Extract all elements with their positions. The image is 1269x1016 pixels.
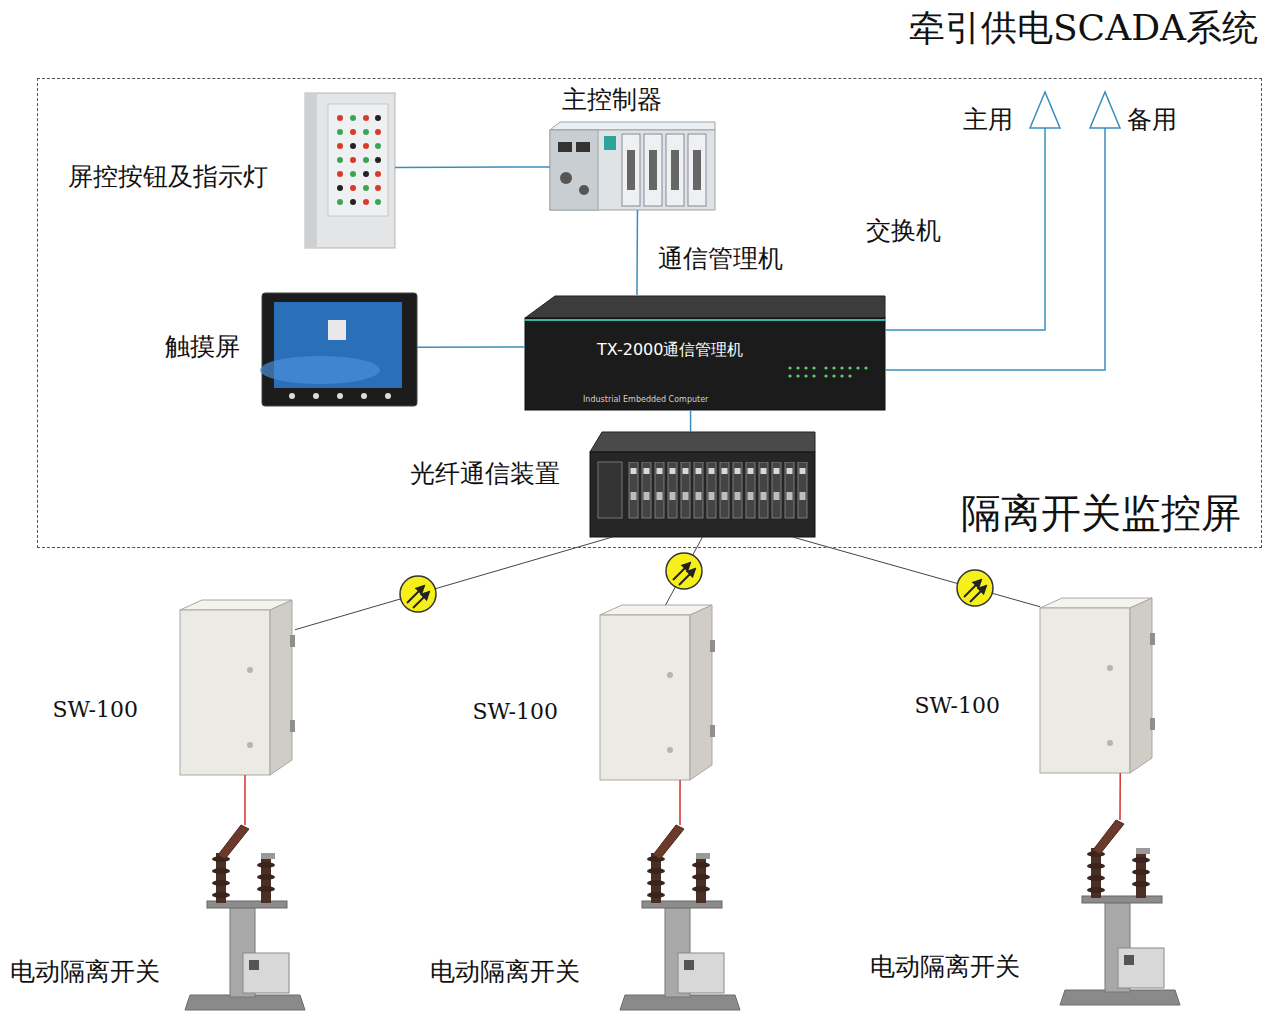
node-label: 触摸屏	[165, 333, 240, 361]
monitor-panel-region: 隔离开关监控屏屏控按钮及指示灯主控制器触摸屏通信管理机TX-2000通信管理机I…	[37, 78, 1262, 548]
touch-screen: 触摸屏	[262, 293, 417, 406]
node-label: 主控制器	[562, 86, 662, 114]
control-cabinet: 屏控按钮及指示灯	[305, 93, 395, 248]
connector-line	[244, 775, 246, 825]
node-label: TX-2000通信管理机	[597, 341, 743, 359]
node-label: 隔离开关监控屏	[961, 491, 1241, 535]
node-label: 电动隔离开关	[430, 958, 580, 986]
motor-isolator: 电动隔离开关	[1060, 820, 1180, 1005]
controller-device	[550, 122, 715, 210]
node-label: SW-100	[52, 698, 138, 722]
main-controller: 主控制器	[550, 122, 715, 210]
free-label: 交换机	[866, 217, 941, 245]
comm-manager: 通信管理机TX-2000通信管理机Industrial Embedded Com…	[525, 295, 885, 410]
isolator-drawing	[620, 825, 740, 1010]
touch-screen-device	[260, 293, 417, 406]
connector-line	[417, 346, 525, 348]
node-label: Industrial Embedded Computer	[583, 396, 708, 405]
node-label: 电动隔离开关	[870, 953, 1020, 981]
cabinet-panel	[328, 104, 388, 216]
node-label: SW-100	[472, 700, 558, 724]
control-cabinet	[305, 93, 395, 248]
fiber-comm-device: 光纤通信装置	[590, 432, 815, 537]
open-arrowhead	[1090, 92, 1120, 128]
isolator-drawing	[1060, 820, 1180, 1005]
node-label: 通信管理机	[658, 245, 783, 273]
node-label: 光纤通信装置	[410, 460, 560, 488]
uplink-wires	[885, 128, 1105, 370]
connector-line	[690, 410, 692, 432]
sw-controller-box: SW-100	[1040, 598, 1158, 773]
comm-manager-device	[525, 296, 885, 410]
diagram-title: 牵引供电SCADA系统	[909, 8, 1258, 48]
fiber-link-symbol	[957, 570, 993, 606]
backup-uplink	[885, 128, 1105, 370]
node-label: 电动隔离开关	[10, 958, 160, 986]
motor-isolator: 电动隔离开关	[185, 825, 305, 1010]
free-label: 备用	[1127, 106, 1177, 134]
sw-box-drawing	[180, 600, 295, 775]
cabinet-buttons	[337, 115, 381, 205]
sw-controller-box: SW-100	[180, 600, 295, 775]
connector-line	[679, 780, 681, 825]
isolator-drawing	[185, 825, 305, 1010]
open-arrowhead	[1030, 92, 1060, 128]
fiber-link-symbol	[666, 553, 702, 589]
sw-box-drawing	[1040, 598, 1155, 773]
fiber-device	[590, 432, 815, 537]
cabinet-body	[305, 93, 395, 248]
sw-box-drawing	[600, 605, 715, 780]
connector-line	[636, 210, 638, 295]
connector-line	[395, 166, 550, 168]
free-label: 主用	[963, 106, 1013, 134]
node-label: 屏控按钮及指示灯	[68, 163, 268, 191]
fiber-link-symbol	[400, 576, 436, 612]
connector-line	[295, 537, 613, 630]
motor-isolator: 电动隔离开关	[620, 825, 740, 1010]
connector-line	[1119, 773, 1121, 820]
cabinet-side	[305, 93, 317, 248]
sw-controller-box: SW-100	[600, 605, 715, 780]
node-label: SW-100	[914, 694, 1000, 718]
